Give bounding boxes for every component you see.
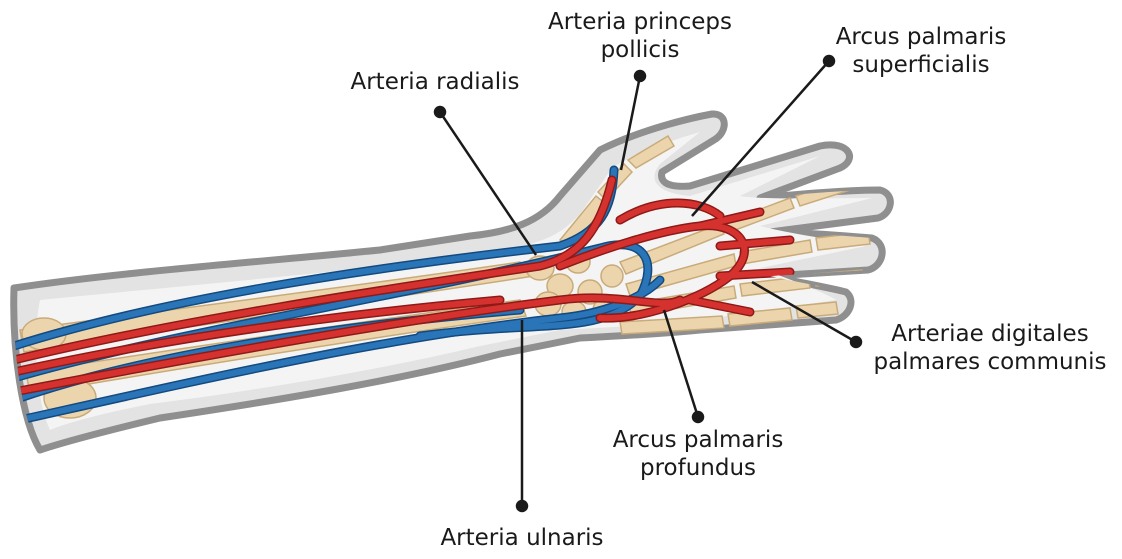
label-arteria-radialis: Arteria radialis — [334, 68, 536, 96]
label-text: pollicis — [544, 36, 736, 64]
label-text: Arteria princeps — [544, 8, 736, 36]
leader-profundus-dot — [693, 412, 703, 422]
leader-princeps-dot — [635, 71, 645, 81]
label-text: profundus — [598, 454, 798, 482]
label-arcus-palmaris-profundus: Arcus palmaris profundus — [598, 426, 798, 482]
label-text: Arteriae digitales — [858, 320, 1122, 348]
label-arteria-ulnaris: Arteria ulnaris — [422, 524, 622, 552]
label-arteriae-digitales-palmares-communis: Arteriae digitales palmares communis — [858, 320, 1122, 376]
leader-ulnaris-dot — [517, 501, 527, 511]
leader-radialis-dot — [435, 107, 445, 117]
label-text: superficialis — [826, 51, 1016, 79]
label-text: palmares communis — [858, 348, 1122, 376]
label-text: Arcus palmaris — [826, 23, 1016, 51]
label-text: Arteria ulnaris — [422, 524, 622, 552]
label-text: Arteria radialis — [334, 68, 536, 96]
label-text: Arcus palmaris — [598, 426, 798, 454]
label-arcus-palmaris-superficialis: Arcus palmaris superficialis — [826, 23, 1016, 79]
label-arteria-princeps-pollicis: Arteria princeps pollicis — [544, 8, 736, 64]
digital-artery-3 — [720, 272, 790, 276]
